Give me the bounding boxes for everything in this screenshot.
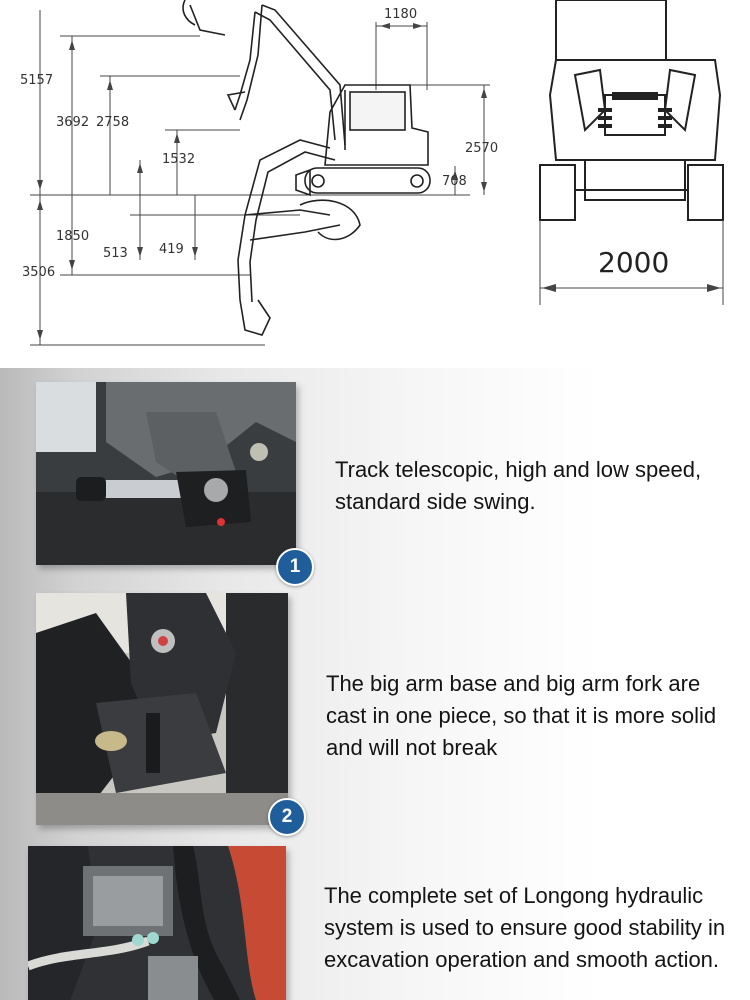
feature-photo-track-cylinder xyxy=(36,382,296,565)
dim-blade-up: 513 xyxy=(103,246,128,261)
dim-low-height: 1532 xyxy=(162,152,195,167)
dim-front-width: 2000 xyxy=(598,246,669,279)
feature-text-2: The big arm base and big arm fork are ca… xyxy=(326,671,717,760)
dim-dig-depth: 1850 xyxy=(56,229,89,244)
feature-list: 1 Track telescopic, high and low speed, … xyxy=(0,368,750,1000)
dim-top-width: 1180 xyxy=(384,7,417,22)
dim-track-height: 708 xyxy=(442,174,467,189)
feature-text-1: Track telescopic, high and low speed, st… xyxy=(335,457,702,514)
dim-max-depth: 3506 xyxy=(22,265,55,280)
feature-number-badge-1: 1 xyxy=(276,548,314,586)
dim-cab-height: 2570 xyxy=(465,141,498,156)
feature-photo-arm-base xyxy=(36,593,288,825)
excavator-side-outline xyxy=(182,0,431,336)
front-vents xyxy=(598,92,672,128)
dim-dump-height: 3692 xyxy=(56,115,89,130)
dim-blade-down: 419 xyxy=(159,242,184,257)
excavator-dimension-drawing: 5157 3692 2758 1532 2570 708 1180 1850 5… xyxy=(20,0,724,346)
dim-reach-height: 2758 xyxy=(96,115,129,130)
feature-text-3: The complete set of Longong hydraulic sy… xyxy=(324,883,726,972)
feature-number-badge-2: 2 xyxy=(268,798,306,836)
dim-max-height: 5157 xyxy=(20,73,53,88)
dimension-diagram: 5157 3692 2758 1532 2570 708 1180 1850 5… xyxy=(0,0,750,368)
feature-photo-hydraulic-system xyxy=(28,846,286,1000)
excavator-front-outline xyxy=(539,0,724,221)
